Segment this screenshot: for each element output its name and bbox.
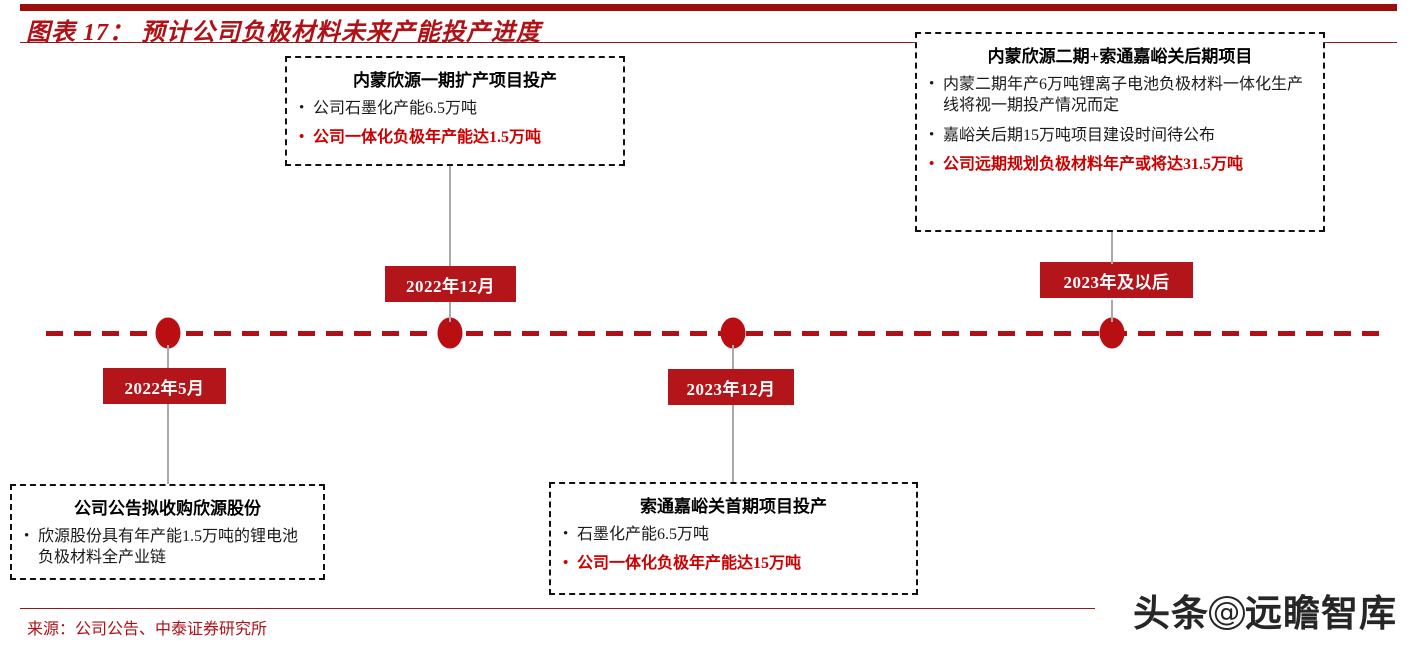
bullet-dot-icon: • (929, 126, 935, 143)
date-chip-2022-12[interactable]: 2022年12月 (385, 266, 516, 302)
connector-dot-to-chip-2022-05 (167, 345, 169, 369)
connector-chip-to-box-2023-12 (732, 405, 734, 482)
timeline-node-dot-2023-after[interactable] (1099, 317, 1125, 349)
connector-chip-to-box-2022-05 (167, 404, 169, 484)
info-bullet-text: 公司远期规划负极材料年产或将达31.5万吨 (943, 156, 1244, 174)
info-bullet-highlight: • 公司远期规划负极材料年产或将达31.5万吨 (929, 154, 1311, 175)
bullet-dot-icon: • (299, 100, 305, 116)
watermark-prefix: 头条 (1133, 592, 1209, 635)
watermark-at-icon: @ (1209, 596, 1245, 630)
date-chip-2022-05[interactable]: 2022年5月 (103, 368, 226, 404)
connector-chip-to-box-2023-after (1111, 232, 1113, 264)
info-bullet-highlight: • 公司一体化负极年产能达15万吨 (563, 553, 904, 574)
header-top-rule (20, 4, 1397, 11)
info-bullet: • 内蒙二期年产6万吨锂离子电池负极材料一体化生产线将视一期投产情况而定 (929, 74, 1311, 117)
header-bottom-rule (20, 42, 1397, 44)
watermark: 头条@远瞻智库 (1133, 583, 1397, 637)
info-box-title: 内蒙欣源一期扩产项目投产 (353, 71, 557, 90)
timeline-node-dot-2023-12[interactable] (720, 317, 746, 349)
info-bullet-text: 石墨化产能6.5万吨 (577, 526, 710, 543)
timeline-axis (46, 331, 1380, 336)
info-box-title: 索通嘉峪关首期项目投产 (640, 497, 827, 516)
connector-dot-to-chip-2023-12 (732, 345, 734, 369)
date-chip-2023-12[interactable]: 2023年12月 (668, 369, 794, 405)
info-bullet-highlight: • 公司一体化负极年产能达1.5万吨 (299, 127, 611, 148)
watermark-suffix: 远瞻智库 (1245, 592, 1397, 635)
connector-chip-to-box-2022-12 (449, 166, 451, 266)
source-note: 来源：公司公告、中泰证券研究所 (27, 621, 268, 638)
info-bullet-text: 公司一体化负极年产能达1.5万吨 (313, 129, 542, 147)
connector-dot-to-chip-2022-12 (449, 300, 451, 322)
bullet-dot-icon: • (24, 528, 30, 544)
bullet-dot-icon: • (563, 526, 569, 542)
info-box-title: 公司公告拟收购欣源股份 (74, 499, 261, 518)
info-bullet-text: 嘉峪关后期15万吨项目建设时间待公布 (943, 126, 1216, 144)
info-bullet: • 公司石墨化产能6.5万吨 (299, 98, 611, 119)
info-box-2022-12: 内蒙欣源一期扩产项目投产 • 公司石墨化产能6.5万吨 • 公司一体化负极年产能… (285, 56, 625, 166)
info-box-2023-after: 内蒙欣源二期+索通嘉峪关后期项目 • 内蒙二期年产6万吨锂离子电池负极材料一体化… (915, 32, 1325, 232)
connector-dot-to-chip-2023-after (1111, 300, 1113, 322)
bullet-dot-icon: • (929, 156, 935, 173)
bullet-dot-icon: • (299, 129, 305, 146)
info-box-2023-12: 索通嘉峪关首期项目投产 • 石墨化产能6.5万吨 • 公司一体化负极年产能达15… (549, 482, 918, 595)
info-box-2022-05: 公司公告拟收购欣源股份 • 欣源股份具有年产能1.5万吨的锂电池负极材料全产业链 (10, 484, 325, 580)
bullet-dot-icon: • (929, 76, 935, 92)
info-bullet-text: 内蒙二期年产6万吨锂离子电池负极材料一体化生产线将视一期投产情况而定 (943, 76, 1304, 115)
info-box-title: 内蒙欣源二期+索通嘉峪关后期项目 (987, 47, 1253, 66)
timeline-node-dot-2022-05[interactable] (155, 317, 181, 349)
info-bullet: • 嘉峪关后期15万吨项目建设时间待公布 (929, 125, 1311, 146)
timeline-node-dot-2022-12[interactable] (437, 317, 463, 349)
info-bullet-text: 公司一体化负极年产能达15万吨 (577, 555, 802, 573)
date-chip-2023-after[interactable]: 2023年及以后 (1040, 262, 1193, 298)
info-bullet: • 石墨化产能6.5万吨 (563, 524, 904, 545)
info-bullet: • 欣源股份具有年产能1.5万吨的锂电池负极材料全产业链 (24, 526, 311, 569)
footer-rule (20, 608, 1095, 610)
info-bullet-text: 欣源股份具有年产能1.5万吨的锂电池负极材料全产业链 (38, 528, 299, 567)
page-title: 图表 17： 预计公司负极材料未来产能投产进度 (26, 20, 541, 46)
bullet-dot-icon: • (563, 555, 569, 572)
info-bullet-text: 公司石墨化产能6.5万吨 (313, 100, 478, 117)
